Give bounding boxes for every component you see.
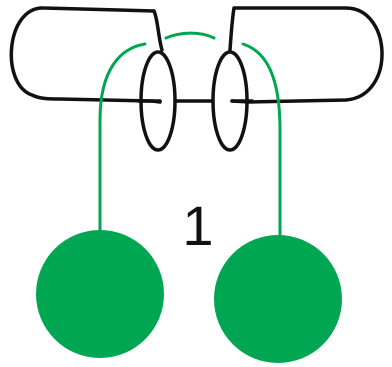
- right-thread: [243, 44, 280, 240]
- thread-bridge: [166, 33, 214, 38]
- right-cord-loop: [230, 8, 382, 102]
- left-thread: [100, 44, 145, 232]
- left-green-weight: [36, 230, 164, 358]
- step-number-label: 1: [182, 194, 213, 257]
- left-cord-loop: [11, 8, 162, 102]
- right-green-weight: [214, 235, 342, 363]
